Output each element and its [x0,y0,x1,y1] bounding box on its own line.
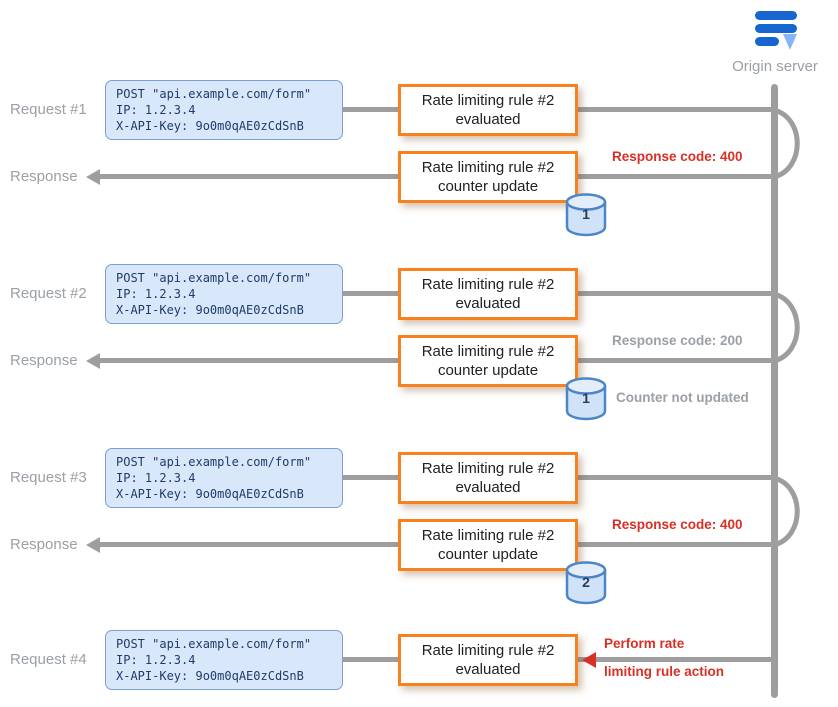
counter-database-3: 2 [564,560,608,606]
payload-ip-line: IP: 1.2.3.4 [116,471,196,485]
request-payload-box: POST "api.example.com/form" IP: 1.2.3.4 … [105,630,343,690]
request-payload-box: POST "api.example.com/form" IP: 1.2.3.4 … [105,448,343,508]
payload-method-line: POST "api.example.com/form" [116,271,312,285]
rule-box-title: Rate limiting rule #2 [421,276,555,293]
payload-apikey-line: X-API-Key: 9o0m0qAE0zCdSnB [116,303,304,317]
counter-value: 1 [582,206,590,222]
database-cylinder-icon [565,561,607,605]
payload-apikey-line: X-API-Key: 9o0m0qAE0zCdSnB [116,669,304,683]
counter-value: 1 [582,390,590,406]
rule-counter-box-3: Rate limiting rule #2 counter update [398,519,578,571]
rule-evaluated-box-1: Rate limiting rule #2 evaluated [398,84,578,136]
rule-evaluated-box-3: Rate limiting rule #2 evaluated [398,452,578,504]
rule-box-title: Rate limiting rule #2 [421,159,555,176]
rule-box-subtitle: counter update [437,178,539,195]
counter-value: 2 [582,574,590,590]
rule-box-subtitle: evaluated [455,111,521,128]
rule-box-subtitle: counter update [437,546,539,563]
counter-not-updated-note: Counter not updated [616,390,749,405]
payload-method-line: POST "api.example.com/form" [116,455,312,469]
rule-box-title: Rate limiting rule #2 [421,642,555,659]
response-arrowhead-icon [86,353,100,369]
lane-label-request-2: Request #2 [10,285,87,302]
lane-label-response-3: Response [10,536,78,553]
rule-evaluated-box-4: Rate limiting rule #2 evaluated [398,634,578,686]
rule-evaluated-box-2: Rate limiting rule #2 evaluated [398,268,578,320]
rule-counter-box-1: Rate limiting rule #2 counter update [398,151,578,203]
request-payload-box: POST "api.example.com/form" IP: 1.2.3.4 … [105,80,343,140]
rule-box-title: Rate limiting rule #2 [421,92,555,109]
response-arrowhead-icon [86,169,100,185]
lane-label-response-2: Response [10,352,78,369]
response-code-annotation-3: Response code: 400 [612,517,743,532]
database-cylinder-icon [565,377,607,421]
rule-counter-box-2: Rate limiting rule #2 counter update [398,335,578,387]
rule-box-title: Rate limiting rule #2 [421,343,555,360]
lane-label-response-1: Response [10,168,78,185]
lane-label-request-1: Request #1 [10,101,87,118]
rule-action-annotation-line1: Perform rate [604,636,685,651]
response-code-annotation-2: Response code: 200 [612,333,743,348]
counter-database-1: 1 [564,192,608,238]
request-payload-box: POST "api.example.com/form" IP: 1.2.3.4 … [105,264,343,324]
origin-server-label: Origin server [732,58,818,75]
payload-method-line: POST "api.example.com/form" [116,87,312,101]
response-arrowhead-icon [86,537,100,553]
lane-label-request-4: Request #4 [10,651,87,668]
rule-box-subtitle: counter update [437,362,539,379]
payload-apikey-line: X-API-Key: 9o0m0qAE0zCdSnB [116,119,304,133]
payload-method-line: POST "api.example.com/form" [116,637,312,651]
origin-server-lifeline [771,84,778,698]
action-arrowhead-icon [582,652,596,668]
rule-box-title: Rate limiting rule #2 [421,460,555,477]
rule-box-subtitle: evaluated [455,295,521,312]
lane-label-request-3: Request #3 [10,469,87,486]
rule-box-subtitle: evaluated [455,661,521,678]
rule-box-title: Rate limiting rule #2 [421,527,555,544]
payload-apikey-line: X-API-Key: 9o0m0qAE0zCdSnB [116,487,304,501]
rule-box-subtitle: evaluated [455,479,521,496]
payload-ip-line: IP: 1.2.3.4 [116,103,196,117]
rule-action-annotation-line2: limiting rule action [604,664,725,679]
response-code-annotation-1: Response code: 400 [612,149,743,164]
database-cylinder-icon [565,193,607,237]
counter-database-2: 1 [564,376,608,422]
payload-ip-line: IP: 1.2.3.4 [116,653,196,667]
server-icon [750,4,802,61]
payload-ip-line: IP: 1.2.3.4 [116,287,196,301]
